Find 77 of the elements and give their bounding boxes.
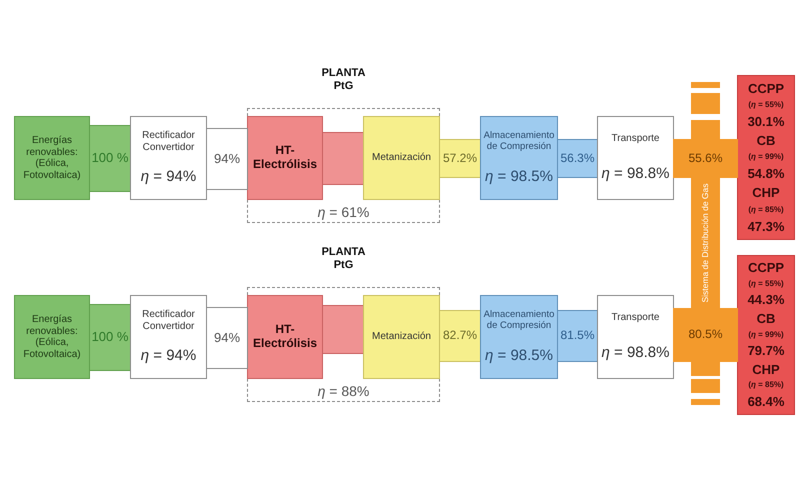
end-use-name: CB (756, 312, 776, 326)
percentage-label: 47.3% (748, 220, 784, 234)
flow-band (557, 310, 598, 362)
end-use-box (737, 255, 795, 415)
flow-band (557, 139, 598, 178)
process-box (247, 116, 323, 200)
percentage-label: 54.8% (748, 167, 784, 181)
flow-band (206, 307, 248, 369)
end-use-name: CHP (752, 362, 780, 376)
box-label: Almacenamiento de Compresión (483, 130, 555, 153)
process-box (130, 295, 207, 379)
process-box (597, 116, 674, 200)
box-label: Almacenamiento de Compresión (483, 310, 555, 332)
percentage-label: 100 % (92, 330, 128, 345)
box-label: HT-Electrólisis (252, 323, 318, 351)
percentage-label: 94% (214, 152, 240, 166)
box-label: HT-Electrólisis (252, 144, 318, 172)
flow-band (89, 304, 131, 371)
percentage-label: 82.7% (442, 329, 478, 343)
efficiency-label: η = 94% (140, 168, 196, 186)
process-box (363, 295, 440, 379)
efficiency-label: (η = 85%) (748, 206, 784, 214)
process-box (363, 116, 440, 200)
percentage-label: 68.4% (748, 394, 784, 408)
source-box (14, 295, 90, 379)
flow-band (673, 139, 738, 178)
end-use-name: CB (756, 134, 776, 148)
efficiency-label: (η = 55%) (748, 280, 784, 288)
efficiency-label: (η = 99%) (748, 330, 784, 340)
percentage-label: 44.3% (748, 293, 784, 308)
efficiency-label: (η = 85%) (748, 381, 784, 390)
box-label: Rectificador Convertidor (141, 130, 196, 154)
flow-band (439, 139, 481, 178)
end-use-name: CCPP (748, 261, 784, 276)
vertical-label: Sistema de Distribución de Gas (700, 183, 710, 302)
box-label: Energías renovables: (Eólica, Fotovoltaica) (22, 135, 82, 181)
percentage-label: 56.3% (560, 152, 595, 166)
process-box (597, 295, 674, 379)
flow-band (206, 128, 248, 190)
efficiency-label: η = 94% (140, 347, 196, 365)
percentage-label: 79.7% (748, 344, 784, 358)
percentage-label: 55.6% (688, 152, 723, 166)
flow-band (89, 125, 131, 192)
box-label: Transporte (612, 312, 660, 324)
flow-band (439, 310, 481, 362)
process-box (247, 295, 323, 379)
group-heading: PLANTA PtG (320, 67, 366, 92)
percentage-label: 100 % (92, 151, 128, 166)
box-label: Rectificador Convertidor (141, 309, 196, 332)
efficiency-label: (η = 99%) (748, 153, 784, 162)
end-use-name: CHP (752, 186, 780, 200)
process-box (130, 116, 207, 200)
efficiency-label: η = 98.5% (485, 347, 553, 364)
efficiency-label: η = 98.8% (602, 165, 670, 183)
box-label: Energías renovables: (Eólica, Fotovoltaica) (22, 314, 82, 360)
box-label: Metanización (372, 152, 431, 164)
flow-band (322, 305, 364, 354)
percentage-label: 57.2% (442, 152, 478, 166)
process-box (480, 295, 558, 379)
flow-band (673, 308, 738, 362)
end-use-name: CCPP (748, 82, 784, 96)
percentage-label: 94% (214, 330, 240, 346)
box-label: Transporte (612, 133, 660, 145)
source-box (14, 116, 90, 200)
efficiency-label: η = 98.5% (485, 168, 553, 186)
flow-band (322, 132, 364, 185)
end-use-box (737, 75, 795, 240)
percentage-label: 81.5% (560, 329, 595, 343)
group-heading: PLANTA PtG (320, 246, 366, 272)
percentage-label: 80.5% (688, 328, 723, 342)
efficiency-label: η = 98.8% (602, 344, 670, 362)
percentage-label: 30.1% (748, 114, 784, 129)
efficiency-label: (η = 55%) (748, 100, 784, 110)
efficiency-label: η = 61% (316, 204, 370, 220)
process-box (480, 116, 558, 200)
box-label: Metanización (372, 331, 431, 343)
efficiency-label: η = 88% (316, 382, 370, 399)
